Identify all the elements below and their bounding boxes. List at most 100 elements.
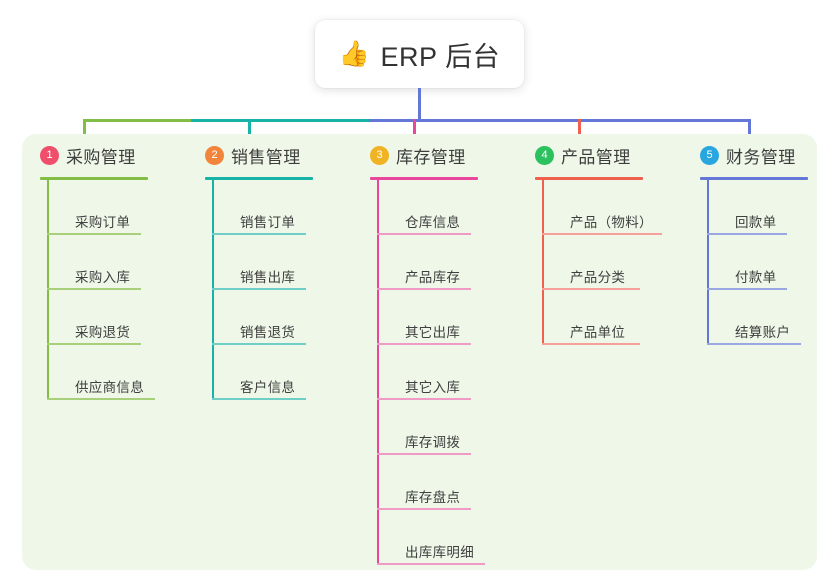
item-rule bbox=[707, 233, 787, 235]
item-rule bbox=[377, 343, 471, 345]
bus-segment-green bbox=[83, 119, 193, 122]
column-title-5: 财务管理 bbox=[726, 147, 796, 167]
column-header-3[interactable]: 3 库存管理 bbox=[370, 142, 482, 168]
list-item[interactable]: 客户信息 bbox=[212, 345, 317, 400]
item-rule bbox=[47, 398, 155, 400]
item-label: 产品分类 bbox=[570, 270, 626, 285]
item-rule bbox=[47, 343, 141, 345]
item-label: 采购订单 bbox=[75, 215, 131, 230]
column-finance: 5 财务管理 回款单 付款单 结算账户 bbox=[700, 142, 812, 345]
item-label: 付款单 bbox=[735, 270, 777, 285]
badge-3: 3 bbox=[370, 145, 389, 165]
list-item[interactable]: 产品分类 bbox=[542, 235, 663, 290]
list-item[interactable]: 回款单 bbox=[707, 180, 812, 235]
column-rule-2 bbox=[205, 177, 313, 180]
list-item[interactable]: 付款单 bbox=[707, 235, 812, 290]
item-label: 销售订单 bbox=[240, 215, 296, 230]
item-rule bbox=[377, 563, 485, 565]
list-item[interactable]: 其它出库 bbox=[377, 290, 482, 345]
column-items-3: 仓库信息 产品库存 其它出库 其它入库 库存调拨 库存盘点 bbox=[377, 180, 485, 565]
item-rule bbox=[212, 233, 306, 235]
list-item[interactable]: 其它入库 bbox=[377, 345, 482, 400]
badge-4: 4 bbox=[535, 145, 554, 165]
item-label: 产品库存 bbox=[405, 270, 461, 285]
column-header-1[interactable]: 1 采购管理 bbox=[40, 142, 152, 168]
item-rule bbox=[212, 398, 306, 400]
item-rule bbox=[542, 233, 662, 235]
column-stem-1 bbox=[47, 180, 49, 400]
item-rule bbox=[707, 288, 787, 290]
item-rule bbox=[377, 508, 471, 510]
item-label: 其它入库 bbox=[405, 380, 461, 395]
column-product: 4 产品管理 产品（物料） 产品分类 产品单位 bbox=[535, 142, 663, 345]
badge-2: 2 bbox=[205, 145, 224, 165]
list-item[interactable]: 采购入库 bbox=[47, 235, 152, 290]
column-title-3: 库存管理 bbox=[396, 147, 466, 167]
list-item[interactable]: 产品（物料） bbox=[542, 180, 663, 235]
list-item[interactable]: 产品单位 bbox=[542, 290, 663, 345]
column-items-4: 产品（物料） 产品分类 产品单位 bbox=[542, 180, 663, 345]
item-label: 供应商信息 bbox=[75, 380, 144, 395]
item-label: 产品（物料） bbox=[570, 215, 653, 230]
item-rule bbox=[542, 343, 640, 345]
diagram-panel bbox=[22, 134, 817, 570]
item-rule bbox=[47, 288, 141, 290]
column-title-2: 销售管理 bbox=[231, 147, 301, 167]
root-title-text: ERP 后台 bbox=[380, 41, 501, 72]
column-header-2[interactable]: 2 销售管理 bbox=[205, 142, 317, 168]
column-rule-3 bbox=[370, 177, 478, 180]
item-rule bbox=[47, 233, 141, 235]
item-rule bbox=[377, 453, 471, 455]
item-label: 客户信息 bbox=[240, 380, 296, 395]
list-item[interactable]: 库存调拨 bbox=[377, 400, 482, 455]
item-label: 销售退货 bbox=[240, 325, 296, 340]
list-item[interactable]: 产品库存 bbox=[377, 235, 482, 290]
column-inventory: 3 库存管理 仓库信息 产品库存 其它出库 其它入库 库存调拨 bbox=[370, 142, 485, 565]
item-label: 结算账户 bbox=[735, 325, 791, 340]
thumbs-up-icon: 👍 bbox=[338, 39, 371, 68]
list-item[interactable]: 结算账户 bbox=[707, 290, 812, 345]
item-rule bbox=[377, 398, 471, 400]
list-item[interactable]: 库存盘点 bbox=[377, 455, 482, 510]
item-rule bbox=[707, 343, 801, 345]
column-items-2: 销售订单 销售出库 销售退货 客户信息 bbox=[212, 180, 317, 400]
root-node-erp-backend[interactable]: 👍 ERP 后台 bbox=[315, 20, 524, 88]
column-rule-5 bbox=[700, 177, 808, 180]
column-items-1: 采购订单 采购入库 采购退货 供应商信息 bbox=[47, 180, 155, 400]
column-stem-5 bbox=[707, 180, 709, 345]
column-header-4[interactable]: 4 产品管理 bbox=[535, 142, 663, 168]
item-label: 采购退货 bbox=[75, 325, 131, 340]
column-stem-3 bbox=[377, 180, 379, 565]
item-label: 回款单 bbox=[735, 215, 777, 230]
column-purchasing: 1 采购管理 采购订单 采购入库 采购退货 供应商信息 bbox=[40, 142, 155, 400]
list-item[interactable]: 采购订单 bbox=[47, 180, 152, 235]
column-title-1: 采购管理 bbox=[66, 147, 136, 167]
list-item[interactable]: 出库库明细 bbox=[377, 510, 485, 565]
list-item[interactable]: 销售出库 bbox=[212, 235, 317, 290]
list-item[interactable]: 供应商信息 bbox=[47, 345, 155, 400]
item-rule bbox=[377, 233, 471, 235]
item-label: 产品单位 bbox=[570, 325, 626, 340]
column-items-5: 回款单 付款单 结算账户 bbox=[707, 180, 812, 345]
item-rule bbox=[212, 288, 306, 290]
badge-1: 1 bbox=[40, 145, 59, 165]
column-title-4: 产品管理 bbox=[561, 147, 631, 167]
list-item[interactable]: 销售退货 bbox=[212, 290, 317, 345]
badge-5: 5 bbox=[700, 145, 719, 165]
list-item[interactable]: 采购退货 bbox=[47, 290, 152, 345]
trunk-connector bbox=[418, 88, 421, 121]
item-label: 库存调拨 bbox=[405, 435, 461, 450]
item-label: 其它出库 bbox=[405, 325, 461, 340]
bus-segment-blue bbox=[369, 119, 751, 122]
column-header-5[interactable]: 5 财务管理 bbox=[700, 142, 812, 168]
column-rule-4 bbox=[535, 177, 643, 180]
column-stem-4 bbox=[542, 180, 544, 345]
item-rule bbox=[212, 343, 306, 345]
list-item[interactable]: 销售订单 bbox=[212, 180, 317, 235]
list-item[interactable]: 仓库信息 bbox=[377, 180, 482, 235]
item-label: 仓库信息 bbox=[405, 215, 461, 230]
item-rule bbox=[542, 288, 640, 290]
item-rule bbox=[377, 288, 471, 290]
item-label: 出库库明细 bbox=[405, 545, 474, 560]
